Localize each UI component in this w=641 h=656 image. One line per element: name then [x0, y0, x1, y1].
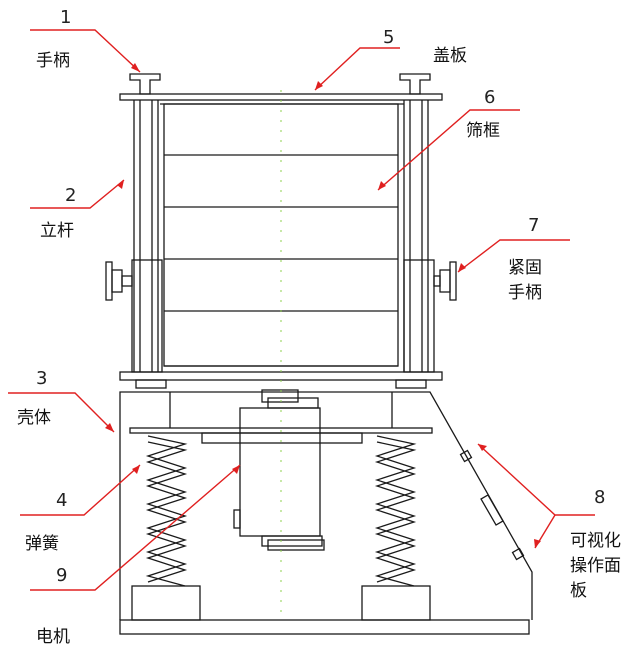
spring-left-b	[145, 441, 188, 583]
leader-7	[457, 239, 570, 273]
spring-right-b	[374, 441, 417, 583]
label-panel-line2: 操作面	[570, 556, 621, 576]
leader-3	[8, 392, 115, 433]
base-foot-left	[131, 585, 201, 621]
sieve-frame	[163, 103, 399, 367]
handle-left	[129, 73, 161, 95]
callout-number-2: 2	[65, 185, 77, 206]
leader-4	[20, 464, 141, 516]
panel-button-2	[511, 547, 525, 561]
callout-number-4: 4	[56, 490, 68, 511]
panel-button-1	[459, 449, 473, 463]
clamp-block-left	[131, 259, 163, 373]
lower-plate	[119, 371, 443, 381]
motor-top-cap	[261, 389, 299, 403]
callout-number-5: 5	[383, 27, 395, 48]
label-handle: 手柄	[36, 51, 70, 71]
callout-number-3: 3	[36, 368, 48, 389]
label-motor: 电机	[36, 627, 70, 647]
spring-left	[145, 435, 188, 587]
label-panel-line1: 可视化	[570, 531, 621, 551]
callout-number-9: 9	[56, 565, 68, 586]
motor-side-box	[233, 509, 241, 529]
label-fastening-handle-line2: 手柄	[508, 283, 542, 303]
label-sieve-frame: 筛框	[466, 121, 500, 141]
label-housing: 壳体	[17, 408, 51, 428]
label-cover-plate: 盖板	[433, 46, 467, 66]
motor-bottom-nut	[267, 539, 325, 551]
motor-top-cap-2	[267, 397, 319, 409]
leader-1	[30, 29, 141, 73]
motor-bottom-cap	[261, 535, 323, 547]
leader-5	[314, 47, 400, 91]
callout-number-6: 6	[484, 87, 496, 108]
callout-number-7: 7	[528, 215, 540, 236]
callout-number-1: 1	[60, 7, 72, 28]
base-plate	[119, 619, 530, 635]
housing	[119, 391, 533, 620]
panel-screen	[480, 494, 504, 526]
leader-8a	[477, 443, 595, 516]
cover-plate	[119, 93, 443, 101]
leader-9	[30, 464, 241, 591]
spring-right	[374, 435, 417, 587]
fastening-handle-left	[105, 261, 133, 301]
clamp-block-right	[403, 259, 435, 373]
label-fastening-handle-line1: 紧固	[508, 258, 542, 278]
leader-2	[30, 179, 125, 209]
label-panel-line3: 板	[570, 581, 587, 601]
motor-body	[239, 407, 321, 537]
label-upright-rod: 立杆	[40, 221, 74, 241]
label-spring: 弹簧	[25, 534, 59, 554]
callout-number-8: 8	[594, 487, 606, 508]
motor-mount-plate	[201, 432, 363, 444]
fastening-handle-right	[433, 261, 457, 301]
leader-6	[377, 109, 520, 191]
base-foot-right	[361, 585, 431, 621]
handle-right	[399, 73, 431, 95]
